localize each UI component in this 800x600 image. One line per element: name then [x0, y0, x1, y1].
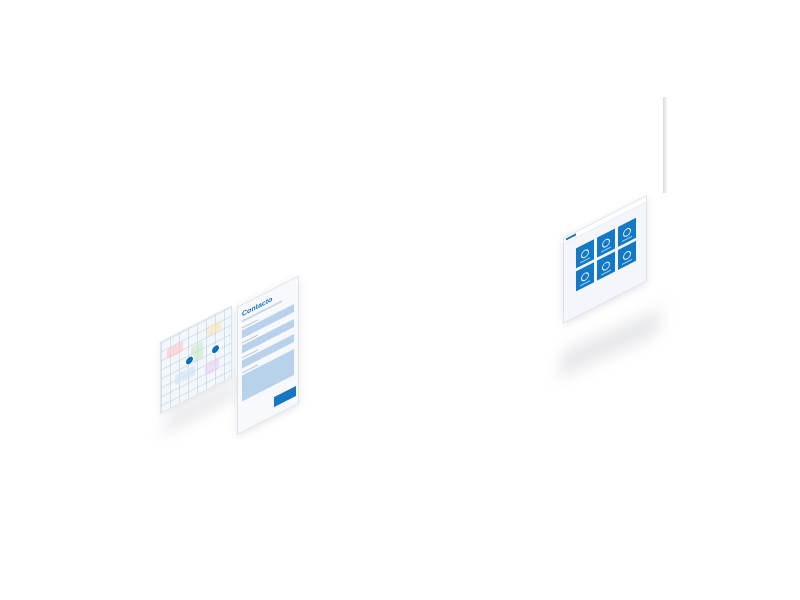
tiles-card-shadow	[560, 307, 660, 379]
dashboard-logo	[566, 233, 576, 241]
contact-form-card: Contacto	[237, 275, 299, 435]
tile-dashboard-card	[563, 195, 647, 324]
edge-panel	[663, 97, 667, 193]
send-button[interactable]	[274, 385, 296, 408]
